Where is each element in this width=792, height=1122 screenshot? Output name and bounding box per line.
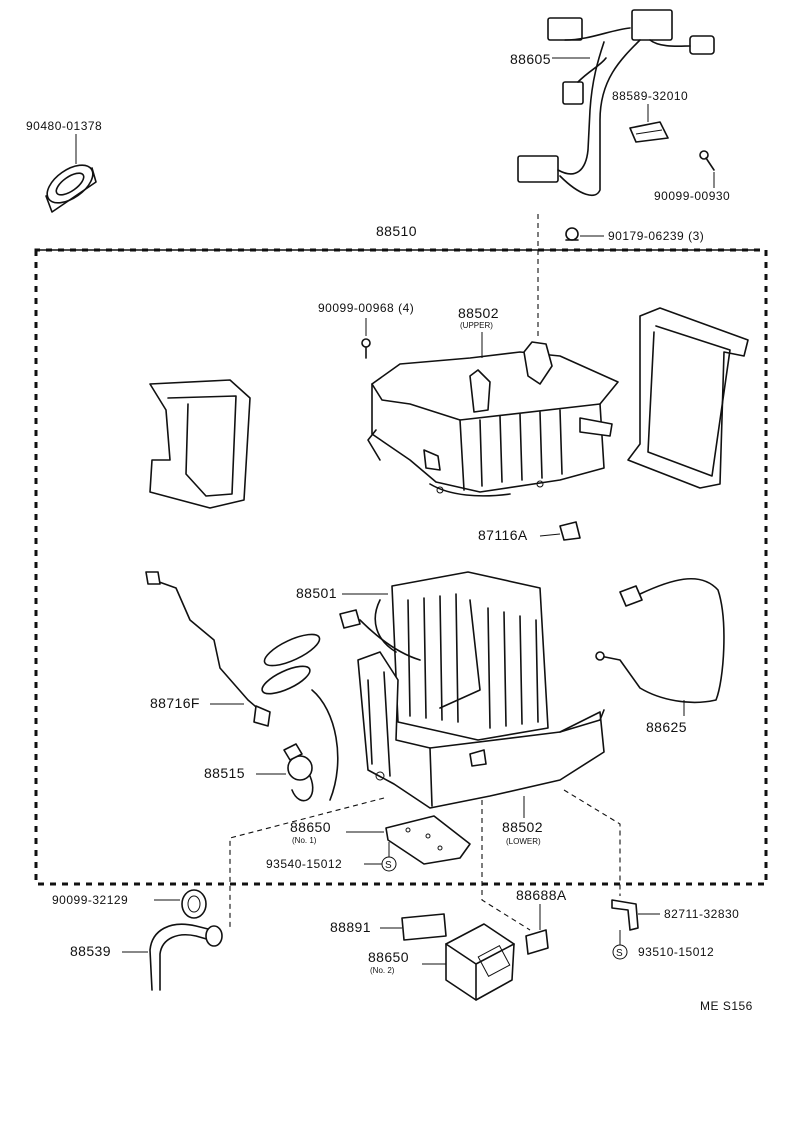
label-cushion: 88891 [330,919,371,935]
amplifier-no1 [385,815,471,865]
seal-frame-left [149,379,251,509]
label-unit-assembly: 88510 [376,223,417,239]
label-drain-hose: 88539 [70,943,111,959]
page-code: ME S156 [700,999,753,1013]
seal-clip [559,521,581,541]
clamp-part [629,121,669,143]
screw-upper [361,338,371,359]
label-evaporator: 88501 [296,585,337,601]
label-amplifier-no1: 88650 [290,819,331,835]
drain-plug [181,889,207,919]
label-seal-clip: 87116A [478,527,528,543]
thermistor-pipe [145,571,339,801]
label-amplifier-no2: 88650 [368,949,409,965]
drain-hose [149,923,223,991]
assembly-frame [34,248,768,886]
label-screw-s2: 93510-15012 [638,945,714,959]
clip-nut [565,227,579,241]
label-drain-plug: 90099-32129 [52,893,128,907]
label-harness: 88605 [510,51,551,67]
label-case-lower-note: (LOWER) [506,837,541,846]
label-screw-top: 90099-00930 [654,189,730,203]
amplifier-no2 [445,923,515,1001]
label-bracket: 88688A [516,887,567,903]
s-mark-icon: S [612,944,628,960]
label-screw-s1: 93540-15012 [266,857,342,871]
expansion-valve [283,743,314,802]
label-thermistor-harness: 88625 [646,719,687,735]
svg-text:S: S [385,860,392,871]
label-expansion-valve: 88515 [204,765,245,781]
thermistor-harness [595,577,725,704]
label-thermistor-wire: 88716F [150,695,200,711]
screw-top [699,150,715,171]
label-amplifier-no1-note: (No. 1) [292,836,317,845]
label-case-lower: 88502 [502,819,543,835]
label-screw-upper: 90099-00968 (4) [318,301,414,315]
case-upper [367,341,619,497]
case-lower [357,651,605,809]
label-grommet-top: 90480-01378 [26,119,102,133]
cushion [401,913,447,941]
grommet-top [45,164,97,213]
evaporator [339,571,549,741]
bracket [525,929,549,955]
bracket-right [611,899,639,931]
label-bracket-right: 82711-32830 [664,907,739,921]
label-case-upper-note: (UPPER) [460,321,493,330]
wire-harness [517,9,715,197]
label-clamp-part: 88589-32010 [612,89,688,103]
s-mark-icon: S [381,856,397,872]
label-amplifier-no2-note: (No. 2) [370,966,395,975]
label-case-upper: 88502 [458,305,499,321]
seal-frame-right [627,307,749,489]
svg-text:S: S [616,948,623,959]
label-clip-nut: 90179-06239 (3) [608,229,704,243]
